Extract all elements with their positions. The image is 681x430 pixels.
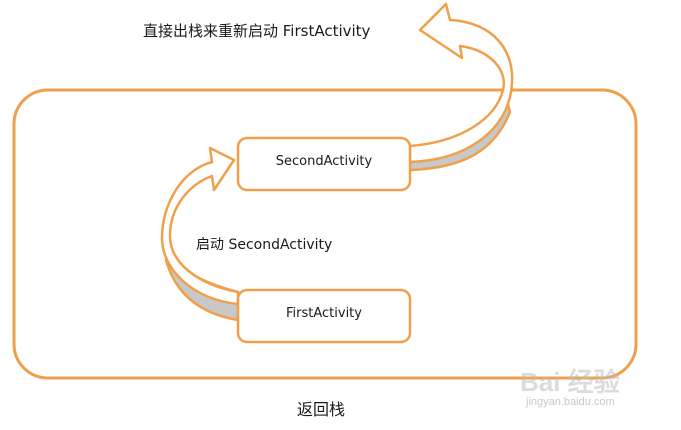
first-activity-label: FirstActivity — [286, 306, 362, 321]
second-activity-label: SecondActivity — [275, 154, 373, 169]
back-stack-container — [12, 88, 638, 380]
first-activity-box — [236, 288, 412, 344]
watermark-brand: Bai 经验 — [520, 367, 620, 397]
launch-arrow — [160, 146, 240, 306]
second-activity-box — [236, 136, 412, 192]
back-stack-caption: 返回栈 — [297, 400, 346, 419]
baidu-jingyan-watermark: Bai 经验 jingyan.baidu.com — [520, 362, 675, 414]
restart-caption: 直接出栈来重新启动 FirstActivity — [143, 22, 371, 40]
launch-caption: 启动 SecondActivity — [196, 237, 333, 253]
restart-arrow — [408, 2, 514, 164]
watermark-url: jingyan.baidu.com — [526, 396, 615, 408]
